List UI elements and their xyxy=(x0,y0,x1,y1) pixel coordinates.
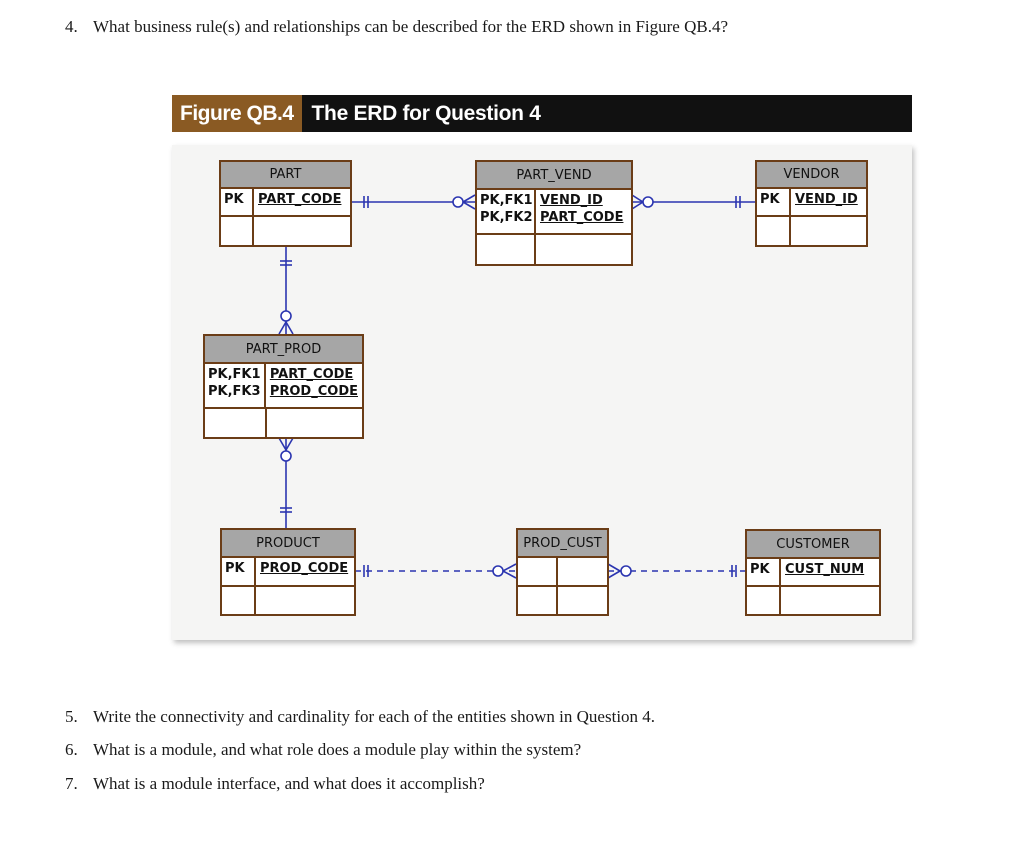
entity-part[interactable]: PART PK PART_CODE xyxy=(219,160,352,247)
key-label: PK,FK1 PK,FK2 xyxy=(477,190,536,233)
entity-name: PRODUCT xyxy=(222,530,354,558)
attribute: PART_CODE xyxy=(258,192,342,207)
rel-part-partvend xyxy=(351,194,476,210)
rel-partvend-vendor xyxy=(631,194,755,210)
entity-product[interactable]: PRODUCT PK PROD_CODE xyxy=(220,528,356,616)
key-label: PK xyxy=(747,559,781,585)
question-4: 4.What business rule(s) and relationship… xyxy=(65,17,728,36)
figure-title: The ERD for Question 4 xyxy=(311,101,541,125)
rel-part-partprod xyxy=(278,246,294,335)
key-label: PK xyxy=(222,558,256,585)
key-label: PK xyxy=(221,189,254,215)
rel-prodcust-customer xyxy=(607,563,745,579)
question-7: 7.What is a module interface, and what d… xyxy=(65,774,485,793)
entity-name: PART_VEND xyxy=(477,162,631,190)
attribute: PROD_CODE xyxy=(260,561,349,576)
entity-name: PART_PROD xyxy=(205,336,362,364)
question-5: 5.Write the connectivity and cardinality… xyxy=(65,707,656,726)
entity-name: CUSTOMER xyxy=(747,531,879,559)
entity-vendor[interactable]: VENDOR PK VEND_ID xyxy=(755,160,868,247)
figure-label: Figure QB.4 xyxy=(172,95,302,132)
entity-prod-cust[interactable]: PROD_CUST xyxy=(516,528,609,616)
rel-partprod-product xyxy=(278,437,294,528)
attribute: CUST_NUM xyxy=(785,562,865,577)
entity-name: VENDOR xyxy=(757,162,866,189)
attribute: VEND_ID PART_CODE xyxy=(540,193,624,225)
entity-customer[interactable]: CUSTOMER PK CUST_NUM xyxy=(745,529,881,616)
attribute: PART_CODE PROD_CODE xyxy=(269,367,358,399)
rel-product-prodcust xyxy=(355,563,517,579)
key-label: PK xyxy=(757,189,791,215)
entity-name: PART xyxy=(221,162,350,189)
key-label: PK,FK1 PK,FK3 xyxy=(205,364,266,407)
attribute: VEND_ID xyxy=(795,192,858,207)
question-6: 6.What is a module, and what role does a… xyxy=(65,740,582,759)
figure-title-bar: Figure QB.4 The ERD for Question 4 xyxy=(172,95,912,132)
entity-name: PROD_CUST xyxy=(518,530,607,558)
